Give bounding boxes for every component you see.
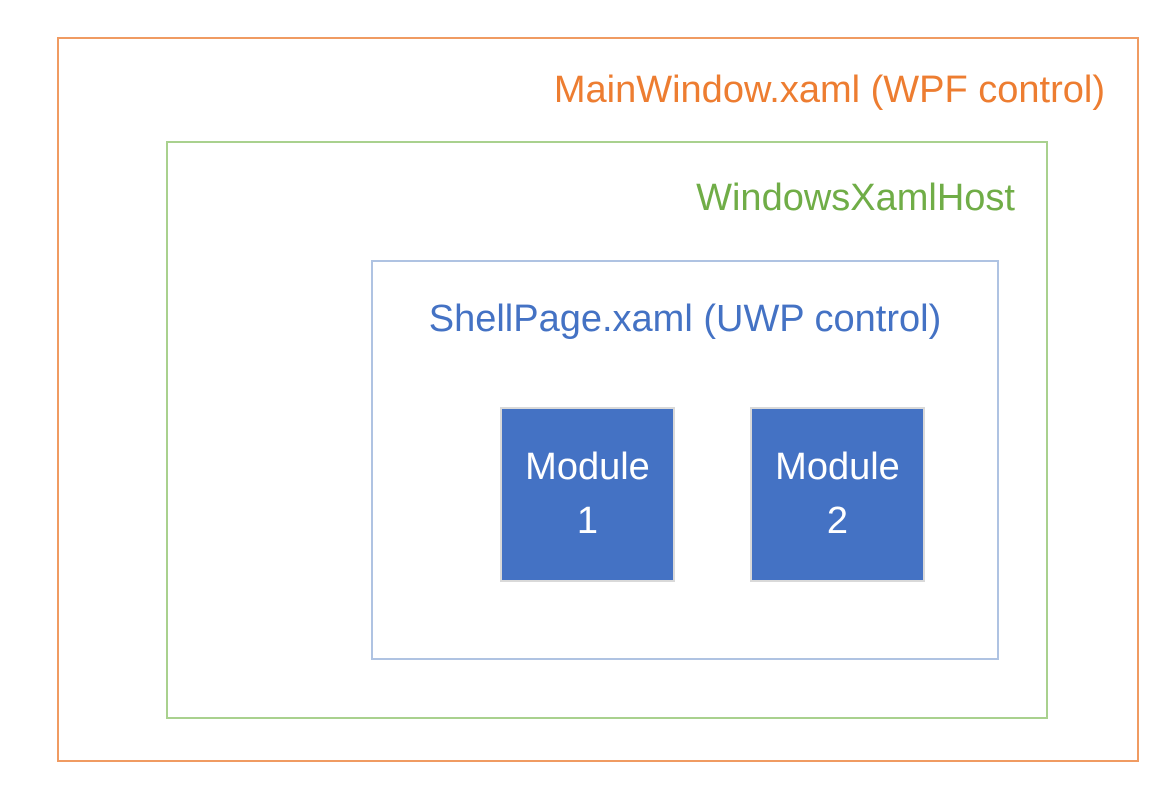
modules-row: Module 1 Module 2: [500, 407, 925, 582]
shellpage-uwp-label: ShellPage.xaml (UWP control): [428, 298, 942, 340]
module-2-label-line2: 2: [826, 499, 849, 542]
shellpage-uwp-box: ShellPage.xaml (UWP control) Module 1 Mo…: [371, 260, 999, 660]
windows-xaml-host-box: WindowsXamlHost ShellPage.xaml (UWP cont…: [166, 141, 1048, 719]
module-1-box: Module 1: [500, 407, 675, 582]
module-2-label-line1: Module: [775, 445, 900, 488]
windows-xaml-host-label: WindowsXamlHost: [696, 177, 1015, 219]
module-2-box: Module 2: [750, 407, 925, 582]
module-1-label-line1: Module: [525, 445, 650, 488]
mainwindow-wpf-label: MainWindow.xaml (WPF control): [553, 69, 1105, 111]
module-1-label-line2: 1: [576, 499, 599, 542]
mainwindow-wpf-box: MainWindow.xaml (WPF control) WindowsXam…: [57, 37, 1139, 762]
